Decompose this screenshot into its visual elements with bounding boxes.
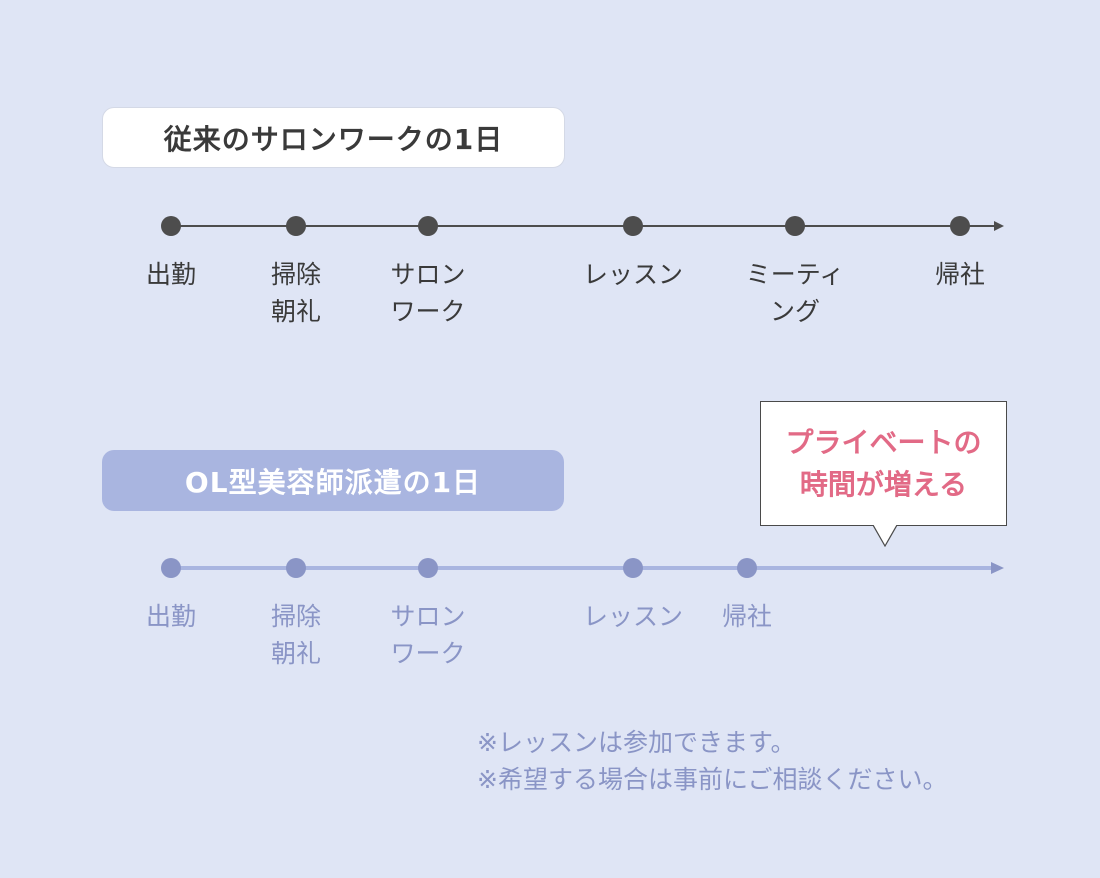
timeline-event-label: 掃除 朝礼 [270, 602, 321, 668]
timeline-dot [161, 216, 181, 236]
timeline-event-label: サロン ワーク [390, 602, 466, 668]
timeline-event-label: サロン ワーク [390, 260, 466, 326]
timeline-dot [286, 216, 306, 236]
callout-text: プライベートの 時間が増える [785, 425, 982, 501]
timeline-dot [950, 216, 970, 236]
traditional-day-title: 従来のサロンワークの1日 [102, 107, 565, 168]
traditional-timeline [161, 216, 1004, 236]
timeline-dot [418, 558, 438, 578]
timeline-event-label: 帰社 [934, 260, 985, 289]
private-time-callout: プライベートの 時間が増える [760, 401, 1007, 526]
timeline-dot [286, 558, 306, 578]
timeline-event-label: 出勤 [145, 260, 196, 289]
timeline-event-label: 出勤 [145, 602, 196, 631]
timeline-event-label: 帰社 [721, 602, 772, 631]
timeline-dot [623, 558, 643, 578]
timeline-dot [737, 558, 757, 578]
timeline-arrowhead [994, 221, 1004, 231]
timeline-event-label: レッスン [582, 260, 683, 289]
timeline-dot [418, 216, 438, 236]
timeline-event-label: レッスン [582, 602, 683, 631]
timeline-dot [785, 216, 805, 236]
ol-dispatch-day-title: OL型美容師派遣の1日 [102, 450, 564, 511]
callout-tail [873, 525, 897, 547]
timeline-dot [623, 216, 643, 236]
timeline-event-label: 掃除 朝礼 [270, 260, 321, 326]
timeline-dot [161, 558, 181, 578]
footnote-text: ※レッスンは参加できます。 ※希望する場合は事前にご相談ください。 [477, 728, 948, 794]
ol-dispatch-timeline [161, 558, 1004, 578]
timeline-event-label: ミーティ ング [745, 260, 845, 326]
timeline-arrowhead [991, 562, 1004, 574]
